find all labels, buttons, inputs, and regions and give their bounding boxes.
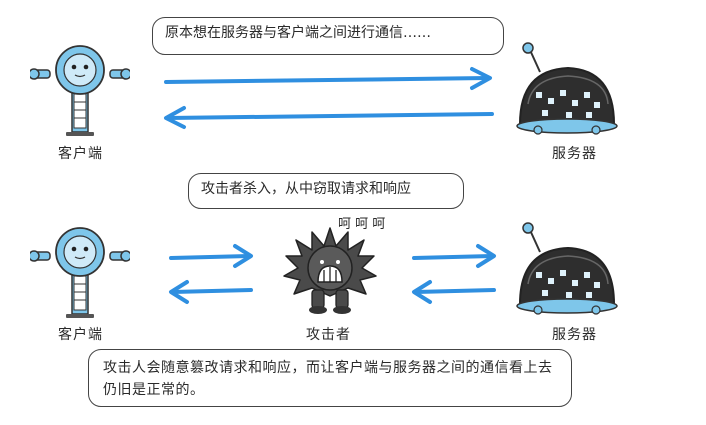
bottom-server-label: 服务器 xyxy=(552,327,597,343)
top-client-label: 客户端 xyxy=(58,146,103,162)
attacker-icon xyxy=(283,227,377,314)
server-robot-icon xyxy=(516,42,618,135)
attacker-label: 攻击者 xyxy=(306,327,351,343)
right-arrows xyxy=(412,244,496,304)
bottom-speech-text: 攻击者杀入，从中窃取请求和响应 xyxy=(201,181,411,197)
top-speech-bubble: 原本想在服务器与客户端之间进行通信…… xyxy=(152,17,504,55)
top-arrows xyxy=(164,67,494,129)
client-robot-icon xyxy=(30,227,130,318)
left-arrows xyxy=(169,244,253,304)
client-robot-icon xyxy=(30,45,130,136)
caption-text: 攻击人会随意篡改请求和响应，而让客户端与服务器之间的通信看上去仍旧是正常的。 xyxy=(103,360,553,398)
top-speech-text: 原本想在服务器与客户端之间进行通信…… xyxy=(165,25,431,41)
top-server-label: 服务器 xyxy=(552,146,597,162)
bottom-client-label: 客户端 xyxy=(58,327,103,343)
bottom-speech-bubble: 攻击者杀入，从中窃取请求和响应 xyxy=(188,173,464,209)
attacker-laugh-text: 呵 呵 呵 xyxy=(338,217,386,232)
caption-bubble: 攻击人会随意篡改请求和响应，而让客户端与服务器之间的通信看上去仍旧是正常的。 xyxy=(88,349,572,407)
server-robot-icon xyxy=(516,222,618,315)
